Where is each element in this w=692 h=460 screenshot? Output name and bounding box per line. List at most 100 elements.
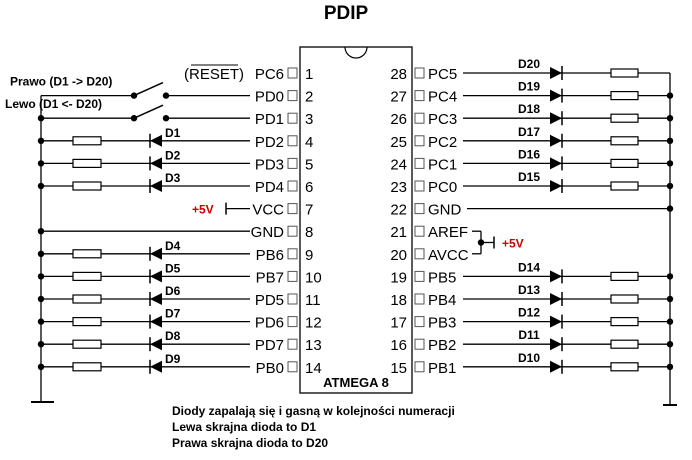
pin-number: 9 [305,247,313,264]
led-label: D4 [165,239,181,253]
pin-number: 8 [305,224,313,241]
resistor [72,249,102,259]
pin-number: 6 [305,179,313,196]
led-label: D20 [518,57,540,71]
pin-number: 21 [390,224,407,241]
pin-name: PD2 [255,134,284,151]
switch-contact [162,92,170,99]
led-label: D11 [518,328,540,342]
pin-number: 10 [305,269,322,286]
junction-dot [37,341,45,348]
junction-dot [37,160,45,167]
led-label: D17 [518,125,540,139]
pin-pad [414,135,425,147]
switch-contact [130,115,138,122]
junction-dot [37,228,45,235]
pin-name: PB7 [256,269,284,286]
junction-dot [37,363,45,370]
pin-number: 11 [305,292,321,309]
pin-name: PC2 [428,134,457,151]
pin-number: 16 [390,337,407,354]
pin-number: 25 [390,134,407,151]
resistor [72,158,102,168]
pin-pad [414,338,425,350]
pin-name: PB0 [256,360,284,377]
pin-name: PB1 [428,360,456,377]
junction-dot [666,341,674,348]
pin-name: PC0 [428,179,457,196]
pin-number: 1 [305,66,313,83]
pin-name: PD5 [255,292,284,309]
pin-name: PB2 [428,337,456,354]
pin-number: 17 [390,315,407,332]
diode [550,315,562,328]
led-label: D7 [165,307,181,321]
diode [150,338,162,351]
junction-dot [666,115,674,122]
diode [150,247,162,260]
avcc-supply-label: +5V [502,237,524,251]
pin-pad [287,248,298,260]
components [37,66,674,374]
pin-number: 19 [390,269,407,286]
vcc-supply-label: +5V [192,203,214,217]
led-label: D5 [165,261,181,275]
diode [550,293,562,305]
junction-dot [37,273,45,280]
diode [150,315,162,328]
pin-number: 5 [305,156,313,173]
pin-pad [287,293,298,305]
resistor [72,271,102,281]
pin-name: GND [428,202,462,219]
pin-pad [287,316,298,328]
pin-name: PC3 [428,111,457,128]
switch-lever [133,104,164,119]
pin-pad [414,90,425,102]
diode [150,293,162,305]
pin-pad [287,112,298,124]
switch-label: Lewo (D1 <- D20) [5,97,102,111]
pin-number: 24 [390,156,407,173]
note-line: Lewa skrajna dioda to D1 [172,420,317,434]
resistor [72,362,102,372]
led-label: D19 [518,80,540,94]
pin-pad [414,67,425,79]
diode [150,360,162,373]
resistor [610,181,639,191]
pin-number: 13 [305,337,322,354]
pin-name: PD6 [255,315,284,332]
pin-number: 2 [305,89,313,106]
pin-name: PD7 [255,337,284,354]
pin-pad [287,270,298,282]
led-label: D10 [518,351,540,365]
resistor [610,90,639,101]
pin-number: 3 [305,111,313,128]
pin-name: PB3 [428,315,456,332]
pin-pad [414,112,425,124]
resistor [72,136,102,146]
junction-dot [666,273,674,280]
pin-number: 22 [390,202,407,219]
led-label: D16 [518,147,540,161]
diode [550,134,562,147]
pin-name: PD3 [255,156,284,173]
pin-pad [287,157,298,169]
pin-pad [287,361,298,373]
chip-body [299,46,413,394]
pin-name: PD4 [255,179,284,196]
junction-dot [666,363,674,370]
diode [550,67,562,79]
junction-dot [37,318,45,325]
led-label: D14 [518,260,540,274]
switch-label: Prawo (D1 -> D20) [10,75,112,89]
pin-pad [287,135,298,147]
diode [150,134,162,147]
led-label: D9 [165,352,181,366]
pin-name: AREF [428,224,468,241]
diode [550,180,562,192]
resistor [610,317,639,327]
pin-number: 26 [390,111,407,128]
pin-name: VCC [252,202,284,219]
diode [550,338,562,351]
led-label: D3 [165,171,181,185]
